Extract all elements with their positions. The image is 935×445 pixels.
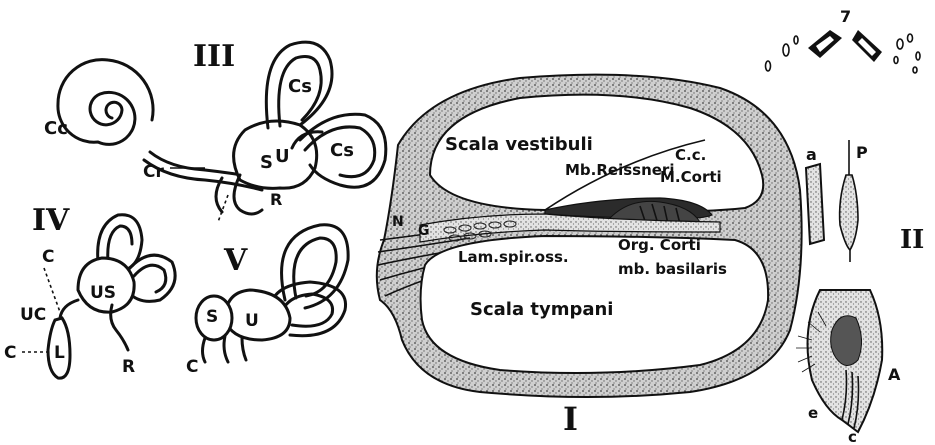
iv-canal-right — [128, 255, 175, 301]
numeral-iii: III — [193, 39, 235, 74]
figure-iii: III Cc Cr S U Cs Cs R — [44, 39, 386, 222]
label-cs-right: Cs — [330, 140, 354, 161]
label-iv-c: C — [42, 247, 54, 267]
label-e: e — [808, 404, 818, 422]
label-m-corti: M.Corti — [660, 168, 722, 186]
label-n: N — [392, 214, 404, 230]
label-iv-r: R — [122, 357, 135, 377]
label-c-small: c — [848, 428, 857, 445]
otolith-crystals — [766, 30, 921, 73]
label-iv-us: US — [90, 283, 116, 303]
label-cc: Cc — [44, 118, 68, 139]
label-cc-i: C.c. — [675, 146, 706, 164]
label-lam-spir-oss: Lam.spir.oss. — [458, 248, 569, 266]
label-cr: Cr — [143, 162, 164, 182]
label-v-c: C — [186, 357, 198, 377]
label-g: G — [418, 223, 430, 239]
cell-a — [806, 164, 824, 244]
label-p: P — [856, 143, 868, 162]
label-iv-uc: UC — [20, 305, 46, 325]
label-scala-tympani: Scala tympani — [470, 299, 613, 320]
figure-iv: IV C UC US C L R — [4, 203, 175, 378]
figure-i: Scala vestibuli Mb.Reissneri C.c. M.Cort… — [377, 75, 802, 438]
label-a-small: a — [806, 145, 817, 164]
label-v-u: U — [245, 311, 259, 331]
numeral-ii: II — [900, 225, 924, 255]
cell-p — [840, 175, 858, 250]
label-scala-vestibuli: Scala vestibuli — [445, 134, 593, 155]
label-iv-l: L — [54, 343, 65, 363]
label-7: 7 — [840, 7, 851, 26]
label-cs-top: Cs — [288, 76, 312, 97]
label-mb-basilaris: mb. basilaris — [618, 260, 727, 278]
numeral-i: I — [563, 400, 578, 438]
cochlear-spiral — [58, 60, 153, 145]
label-u: U — [275, 146, 290, 167]
label-A: A — [888, 365, 901, 384]
label-s: S — [260, 152, 273, 173]
numeral-iv: IV — [32, 203, 70, 238]
label-org-corti: Org. Corti — [618, 236, 701, 254]
label-v-s: S — [206, 307, 218, 327]
figure-v: V S U C — [186, 225, 348, 377]
numeral-v: V — [223, 243, 248, 278]
label-r: R — [270, 190, 282, 209]
label-mb-reissneri: Mb.Reissneri — [565, 161, 674, 179]
label-iv-c-low: C — [4, 343, 16, 363]
